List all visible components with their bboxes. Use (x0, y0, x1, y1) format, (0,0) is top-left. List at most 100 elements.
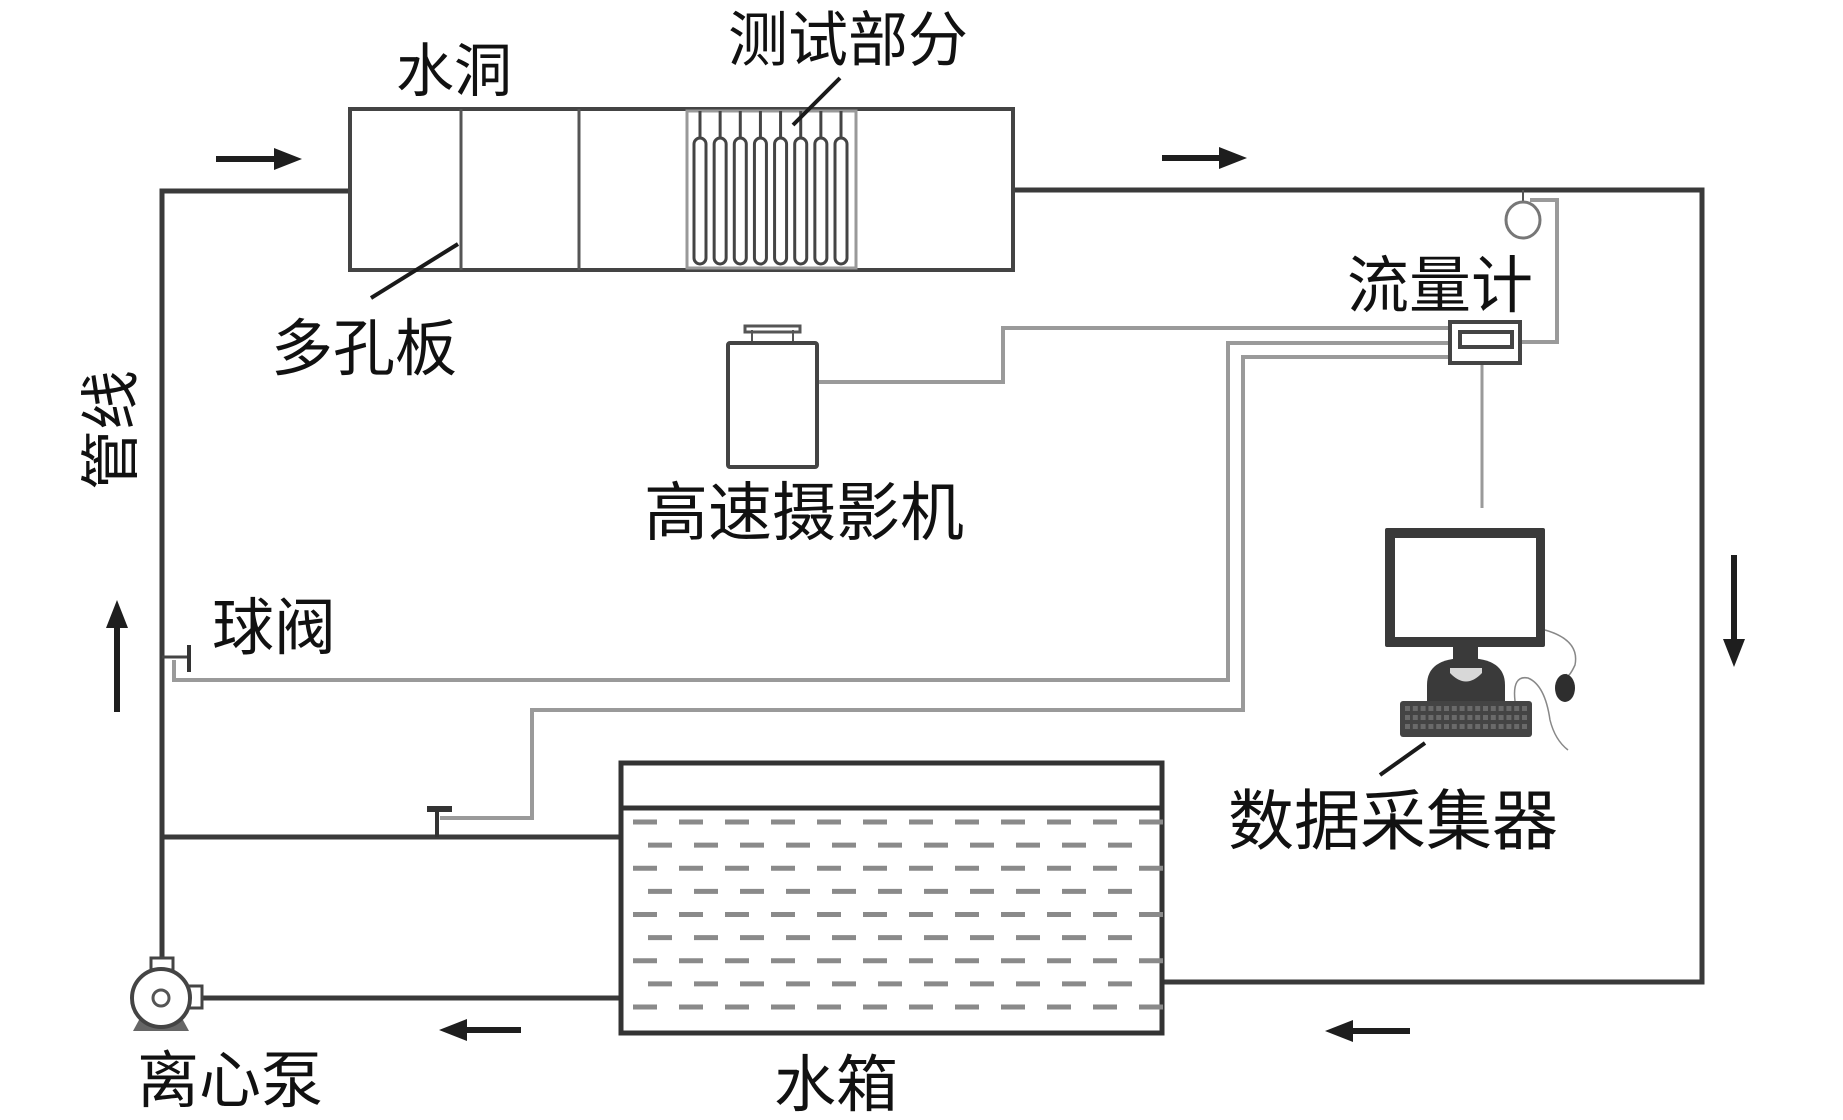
keyboard-key (1444, 715, 1449, 720)
label-flowmeter: 流量计 (1347, 249, 1533, 322)
rod (775, 138, 787, 264)
keyboard-key (1483, 724, 1488, 729)
rod (754, 138, 766, 264)
keyboard-key (1405, 724, 1410, 729)
label-water-tank: 水箱 (774, 1048, 898, 1120)
camera-lens-cap (745, 326, 800, 332)
keyboard-key (1428, 706, 1433, 711)
keyboard-key (1405, 706, 1410, 711)
keyboard-key (1483, 715, 1488, 720)
keyboard-key (1514, 715, 1519, 720)
keyboard-key (1491, 706, 1496, 711)
keyboard-key (1413, 715, 1418, 720)
keyboard-key (1444, 706, 1449, 711)
label-perforated-plate: 多孔板 (271, 312, 457, 385)
label-data-acquisition: 数据采集器 (1228, 783, 1558, 860)
keyboard-key (1436, 715, 1441, 720)
arrow-right-icon (216, 148, 302, 170)
camera-icon[interactable] (728, 326, 817, 467)
keyboard-key (1491, 715, 1496, 720)
arrow-head (274, 148, 302, 170)
keyboard-key (1475, 706, 1480, 711)
keyboard-key (1444, 724, 1449, 729)
bypass-valve-line (440, 357, 1450, 818)
keyboard-key (1522, 724, 1527, 729)
arrow-left-icon (439, 1019, 521, 1041)
bypass-valve-cap (427, 806, 452, 812)
label-centrifugal-pump: 离心泵 (137, 1044, 323, 1117)
keyboard-key (1506, 724, 1511, 729)
arrow-down-icon (1723, 555, 1745, 667)
keyboard-key (1428, 724, 1433, 729)
label-high-speed-camera: 高速摄影机 (644, 477, 964, 551)
keyboard-key (1491, 724, 1496, 729)
keyboard-key (1436, 724, 1441, 729)
keyboard-key (1475, 715, 1480, 720)
keyboard-key (1483, 706, 1488, 711)
arrow-up-icon (106, 600, 128, 712)
gauge-icon[interactable] (1506, 190, 1540, 238)
keyboard-key (1421, 724, 1426, 729)
keyboard-key (1436, 706, 1441, 711)
keyboard-key (1499, 706, 1504, 711)
mouse (1555, 674, 1575, 702)
flowmeter-display (1460, 332, 1512, 347)
keyboard (1400, 701, 1532, 737)
keyboard-key (1499, 724, 1504, 729)
keyboard-key (1413, 706, 1418, 711)
label-test-section: 测试部分 (728, 6, 968, 76)
arrow-head (1723, 639, 1745, 667)
keyboard-key (1460, 706, 1465, 711)
keyboard-key (1475, 724, 1480, 729)
gauge-dial (1506, 202, 1540, 238)
keyboard-key (1452, 715, 1457, 720)
keyboard-key (1467, 715, 1472, 720)
pump-icon[interactable] (132, 958, 202, 1031)
rod (714, 138, 726, 264)
bypass-valve-icon[interactable] (427, 806, 452, 837)
keyboard-key (1506, 706, 1511, 711)
keyboard-key (1460, 715, 1465, 720)
test-section-frame (687, 111, 856, 268)
rod (815, 138, 827, 264)
camera-body (728, 343, 817, 467)
arrow-head (439, 1019, 467, 1041)
keyboard-key (1522, 706, 1527, 711)
keyboard-key (1460, 724, 1465, 729)
keyboard-key (1514, 706, 1519, 711)
label-ball-valve: 球阀 (212, 591, 336, 664)
keyboard-key (1467, 724, 1472, 729)
pipe-left-riser (162, 191, 350, 965)
water-tunnel[interactable] (350, 109, 1013, 270)
tank-body (621, 763, 1162, 1033)
tunnel-body (350, 109, 1013, 270)
keyboard-key (1452, 706, 1457, 711)
mouse-cable (1545, 630, 1576, 676)
monitor-screen (1395, 538, 1536, 637)
label-pipeline: 管线 (77, 370, 147, 490)
rod (835, 138, 847, 264)
keyboard-key (1421, 706, 1426, 711)
rod (795, 138, 807, 264)
flowmeter-icon[interactable] (1450, 322, 1520, 363)
keyboard-key (1452, 724, 1457, 729)
keyboard-key (1499, 715, 1504, 720)
label-water-tunnel: 水洞 (396, 37, 512, 105)
arrow-head (106, 600, 128, 628)
keyboard-key (1506, 715, 1511, 720)
keyboard-key (1405, 715, 1410, 720)
computer-icon[interactable] (1385, 528, 1576, 750)
rod (694, 138, 706, 264)
keyboard-key (1421, 715, 1426, 720)
rod (734, 138, 746, 264)
arrow-left-icon (1325, 1020, 1410, 1042)
tank-icon[interactable] (621, 763, 1163, 1033)
arrow-head (1219, 147, 1247, 169)
keyboard-key (1413, 724, 1418, 729)
pump-hub (153, 990, 169, 1006)
keyboard-key (1522, 715, 1527, 720)
keyboard-key (1428, 715, 1433, 720)
arrow-right-icon (1162, 147, 1247, 169)
